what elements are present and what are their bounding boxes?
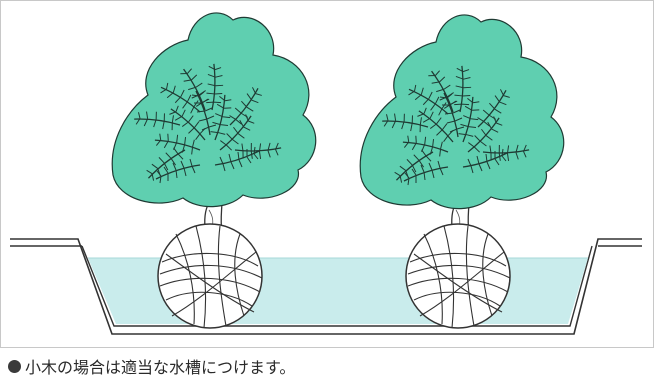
left-tree-root-ball [157, 223, 263, 329]
caption-text: 小木の場合は適当な水槽につけます。 [25, 358, 296, 377]
caption: 小木の場合は適当な水槽につけます。 [8, 352, 295, 380]
left-tree [112, 12, 316, 329]
right-tree-root-ball [405, 223, 511, 329]
right-tree [360, 14, 564, 329]
tank-inner-wall [81, 245, 593, 327]
tank-outer-wall [10, 238, 642, 335]
filled-circle-bullet-icon [8, 359, 21, 373]
tank-illustration [10, 12, 642, 335]
